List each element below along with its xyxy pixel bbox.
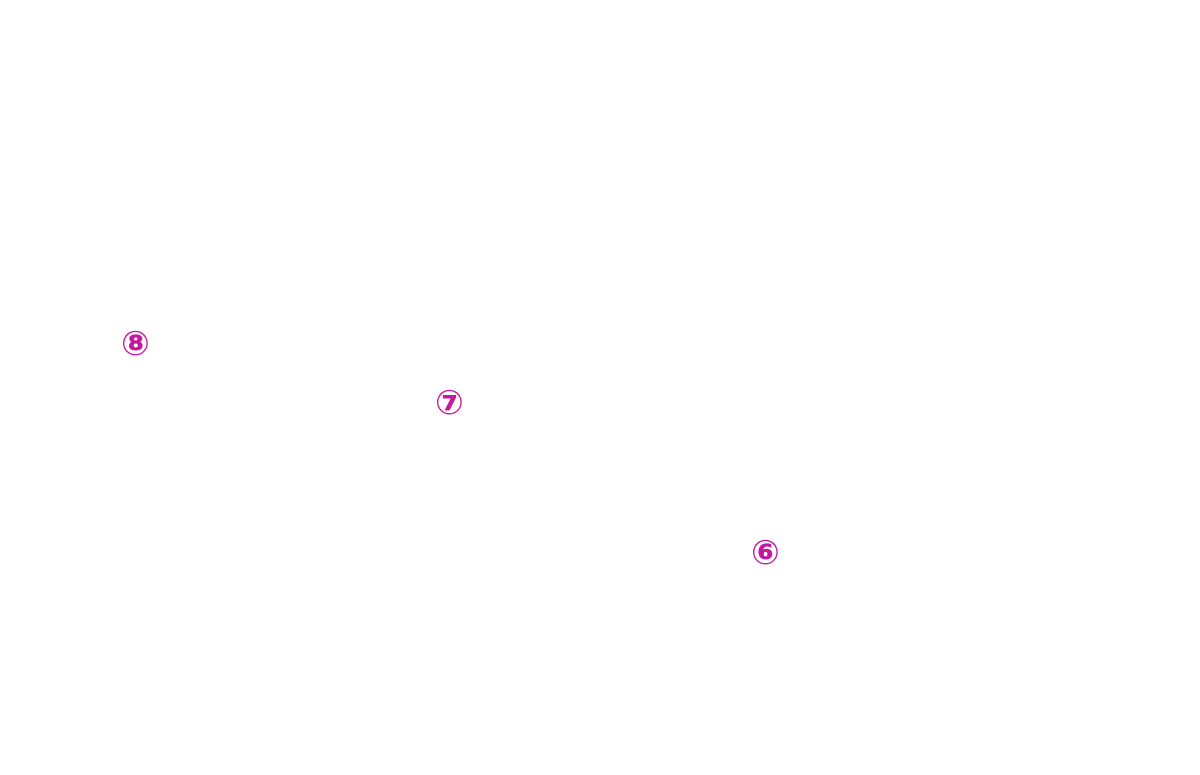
marker-6: ⑥: [751, 533, 780, 573]
marker-7: ⑦: [435, 383, 464, 423]
marker-8: ⑧: [121, 324, 150, 364]
